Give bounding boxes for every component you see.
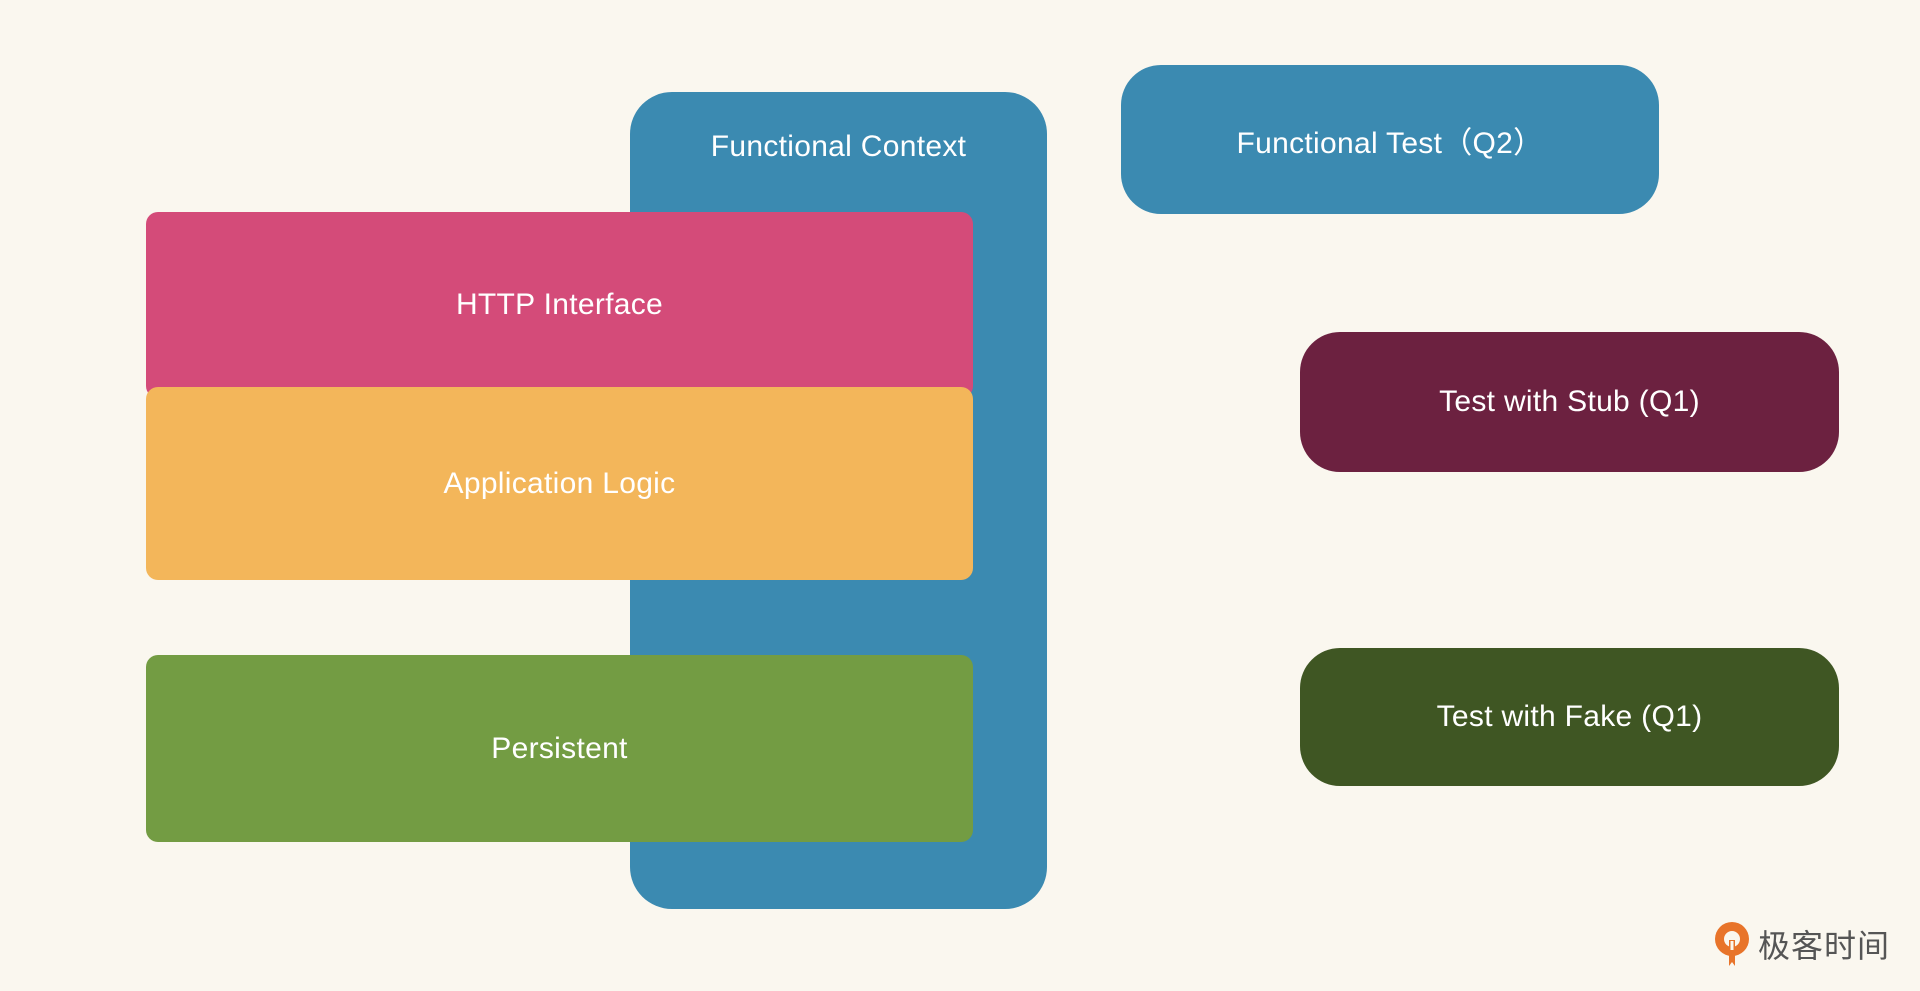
test-with-fake-label: Test with Fake (Q1) [1436,700,1703,733]
brand-name: 极客时间 [1758,927,1891,965]
http-interface-label: HTTP Interface [455,288,664,321]
http-interface-layer: HTTP Interface [146,212,973,398]
geektime-logo-icon [1715,922,1749,966]
test-with-fake-block: Test with Fake (Q1) [1300,648,1839,786]
brand-watermark: 极客时间 [1712,918,1890,970]
functional-context-label: Functional Context [710,130,967,163]
application-logic-label: Application Logic [443,466,676,500]
persistent-label: Persistent [491,731,628,765]
functional-test-block: Functional Test（Q2） [1121,65,1659,214]
test-with-stub-label: Test with Stub (Q1) [1439,385,1700,418]
functional-test-label: Functional Test（Q2） [1236,126,1544,160]
test-with-stub-block: Test with Stub (Q1) [1300,332,1839,472]
application-logic-layer: Application Logic [146,387,973,580]
persistent-layer: Persistent [146,655,973,842]
